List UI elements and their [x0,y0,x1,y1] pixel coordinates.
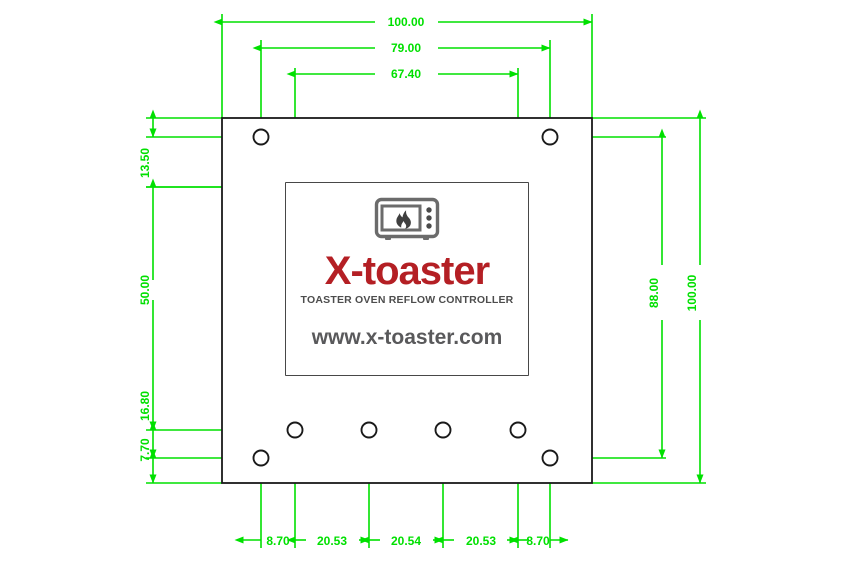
dim-left-7-70-label: 7.70 [138,438,152,462]
dim-left-50-00-label: 50.00 [138,275,152,305]
dim-top-79-label: 79.00 [391,41,421,55]
hole-bottom-1 [286,421,304,439]
logo-block: X-toaster TOASTER OVEN REFLOW CONTROLLER… [286,183,528,375]
hole-top-left [252,128,270,146]
brand-website: www.x-toaster.com [311,326,503,349]
dim-left-13-50-label: 13.50 [138,148,152,178]
dimension-lines [149,18,704,544]
dim-bottom-20-53-a-label: 20.53 [317,534,347,548]
dimension-labels: 100.00 79.00 67.40 13.50 50.00 16.80 7.7… [138,15,699,548]
dim-bottom-8-70-left-label: 8.70 [266,534,290,548]
dim-left-16-80-label: 16.80 [138,391,152,421]
hole-bottom-2 [360,421,378,439]
dim-bottom-20-53-b-label: 20.53 [466,534,496,548]
dim-right-100-label: 100.00 [685,274,699,311]
brand-name: X-toaster [324,249,490,293]
hole-corner-right [541,449,559,467]
dim-top-67-40-label: 67.40 [391,67,421,81]
dim-right-88-label: 88.00 [647,278,661,308]
hole-top-right [541,128,559,146]
mounting-holes [252,128,559,467]
toaster-oven-icon [374,197,440,240]
dim-bottom-8-70-right-label: 8.70 [526,534,550,548]
dim-top-100-label: 100.00 [388,15,425,29]
hole-corner-left [252,449,270,467]
dim-bottom-20-54-label: 20.54 [391,534,421,548]
hole-bottom-3 [434,421,452,439]
brand-tagline: TOASTER OVEN REFLOW CONTROLLER [300,294,514,306]
hole-bottom-4 [509,421,527,439]
